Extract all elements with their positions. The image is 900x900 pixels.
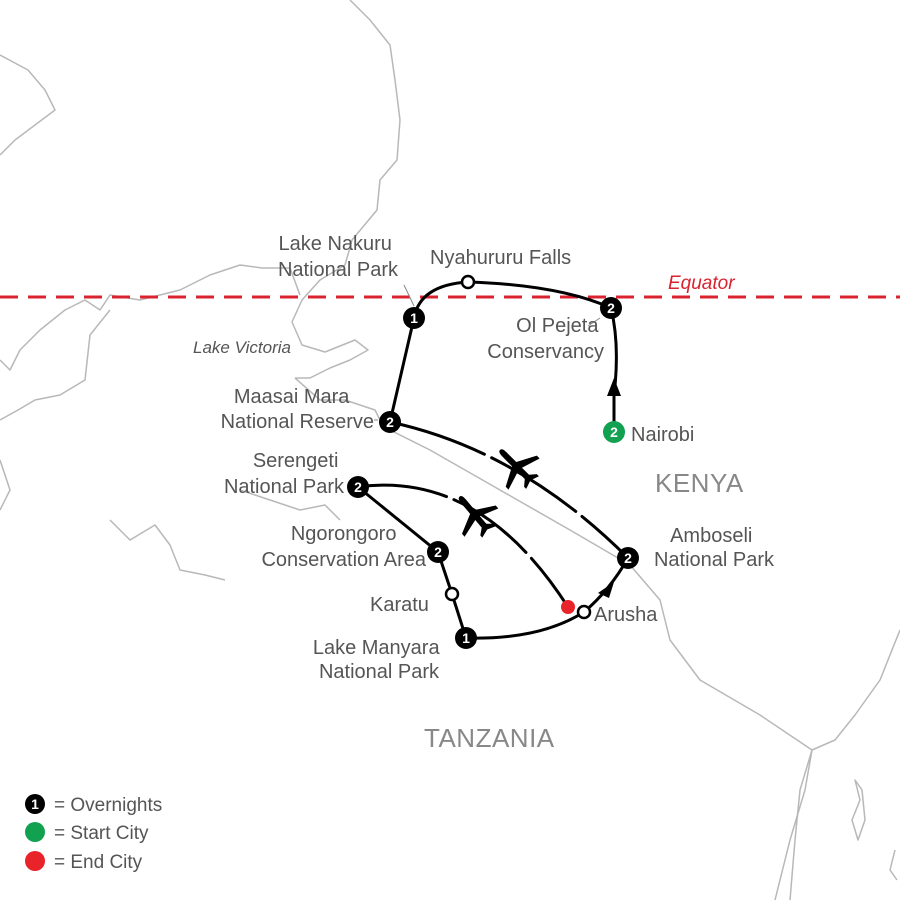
label-ol-pejeta: Ol Pejeta Conservancy: [487, 315, 604, 363]
svg-text:2: 2: [434, 544, 442, 560]
route-ngorongoro-serengeti: [356, 485, 440, 554]
route-nakuru-mara: [388, 316, 416, 424]
legend-item-overnights: 1 = Overnights: [25, 794, 162, 816]
svg-text:2: 2: [607, 300, 615, 316]
svg-text:= End City: = End City: [54, 852, 143, 873]
label-arusha: Arusha: [594, 604, 658, 626]
svg-text:2: 2: [624, 550, 632, 566]
route-olpejeta-nyahururu: [466, 280, 613, 310]
country-label-tanzania: TANZANIA: [424, 723, 555, 753]
svg-text:2: 2: [610, 424, 618, 440]
lake-victoria-label: Lake Victoria: [193, 338, 291, 357]
leader-line: [403, 284, 415, 307]
legend-item-start: = Start City: [25, 822, 149, 844]
label-maasai-mara: Maasai Mara National Reserve: [221, 386, 374, 433]
stop-karatu[interactable]: [444, 586, 460, 602]
route-arusha-manyara: [464, 610, 586, 640]
end-dot-icon: [25, 851, 45, 871]
leader-line: [587, 317, 601, 327]
stop-serengeti[interactable]: 2: [347, 476, 369, 498]
svg-text:1: 1: [31, 796, 39, 812]
svg-text:= Start City: = Start City: [54, 823, 149, 844]
stop-arusha-end[interactable]: [561, 600, 592, 620]
label-lake-nakuru: Lake Nakuru National Park: [278, 233, 399, 281]
country-label-kenya: KENYA: [655, 468, 744, 498]
svg-text:1: 1: [462, 630, 470, 646]
stop-nyahururu[interactable]: [460, 274, 476, 290]
stop-lake-manyara[interactable]: 1: [455, 627, 477, 649]
legend-item-end: = End City: [25, 851, 143, 873]
stop-lake-nakuru[interactable]: 1: [403, 307, 425, 329]
stop-nairobi[interactable]: 2: [603, 421, 625, 443]
arrow-icon: [598, 582, 614, 598]
legend: 1 = Overnights = Start City = End City: [25, 794, 162, 873]
stop-ol-pejeta[interactable]: 2: [600, 297, 622, 319]
plane-icon: [499, 449, 540, 490]
label-karatu: Karatu: [370, 594, 429, 616]
equator-label: Equator: [668, 273, 735, 294]
plane-icon: [458, 496, 499, 538]
stop-amboseli[interactable]: 2: [617, 547, 639, 569]
label-ngorongoro: Ngorongoro Conservation Area: [261, 523, 426, 571]
overnight-badge-icon: [25, 794, 45, 814]
label-nairobi: Nairobi: [631, 424, 694, 446]
start-dot-icon: [25, 822, 45, 842]
label-lake-manyara: Lake Manyara National Park: [313, 637, 445, 683]
stop-maasai-mara[interactable]: 2: [379, 411, 401, 433]
label-serengeti: Serengeti National Park: [224, 450, 345, 498]
svg-text:2: 2: [354, 479, 362, 495]
svg-text:= Overnights: = Overnights: [54, 795, 162, 816]
label-amboseli: Amboseli National Park: [654, 525, 775, 571]
stop-ngorongoro[interactable]: 2: [427, 541, 449, 563]
svg-text:1: 1: [410, 310, 418, 326]
route-nairobi-olpejeta: [609, 306, 618, 434]
arrow-icon: [607, 378, 621, 396]
label-nyahururu: Nyahururu Falls: [430, 247, 571, 269]
svg-text:2: 2: [386, 414, 394, 430]
